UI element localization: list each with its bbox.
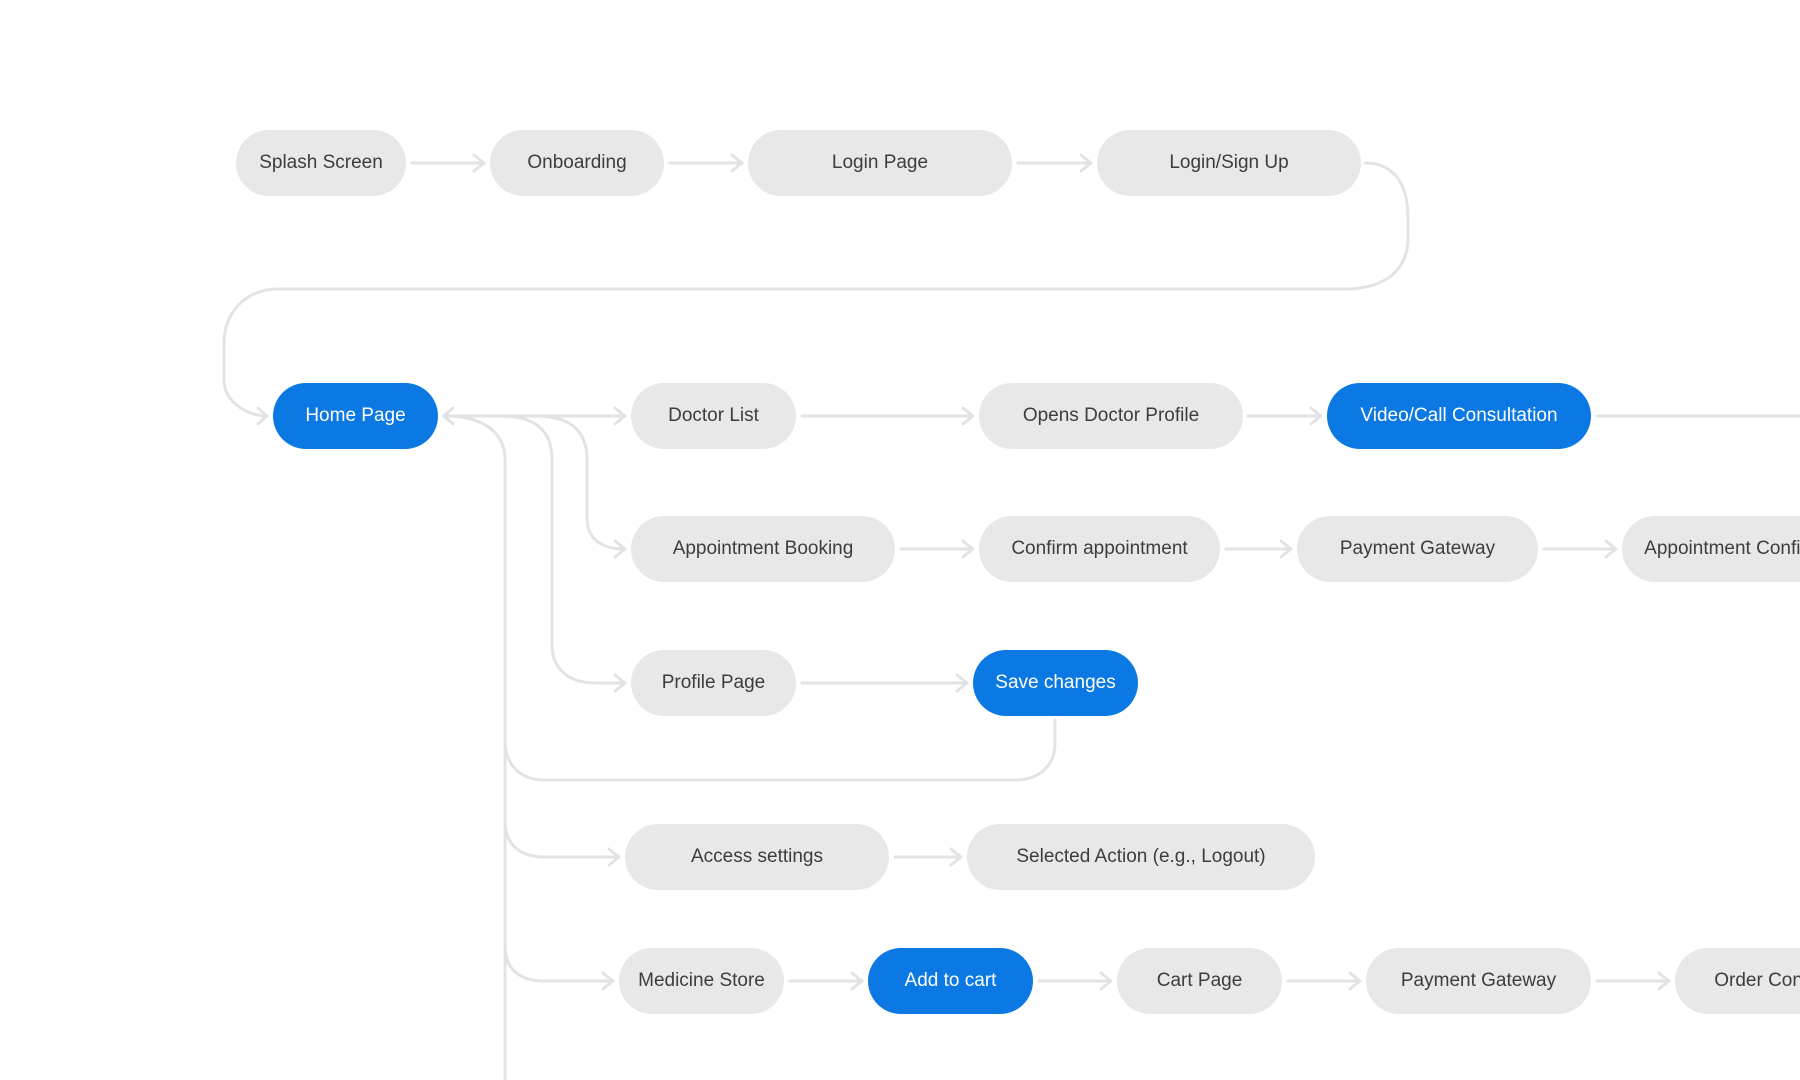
- arrow-confirm-to-payment: [1224, 539, 1293, 559]
- main-trunk: [443, 414, 507, 1080]
- node-appointment-booking[interactable]: Appointment Booking: [631, 516, 895, 582]
- connector-save-back: [503, 718, 1057, 782]
- node-selected-action[interactable]: Selected Action (e.g., Logout): [967, 824, 1315, 890]
- arrow-splash-to-onboarding: [410, 153, 486, 173]
- arrow-profile-to-video: [1246, 406, 1323, 426]
- node-login-page[interactable]: Login Page: [748, 130, 1012, 196]
- node-add-to-cart[interactable]: Add to cart: [868, 948, 1033, 1014]
- node-video-call-consultation[interactable]: Video/Call Consultation: [1327, 383, 1591, 449]
- branch-to-profile: [498, 414, 627, 693]
- arrow-onboarding-to-login-page: [668, 153, 744, 173]
- node-opens-doctor-profile[interactable]: Opens Doctor Profile: [979, 383, 1243, 449]
- arrow-booking-to-confirm: [899, 539, 975, 559]
- node-confirm-appointment[interactable]: Confirm appointment: [979, 516, 1220, 582]
- connector-login-to-home: [222, 161, 1410, 418]
- node-payment-gateway-medicine[interactable]: Payment Gateway: [1366, 948, 1591, 1014]
- node-login-signup[interactable]: Login/Sign Up: [1097, 130, 1361, 196]
- node-appointment-confirmation[interactable]: Appointment Confirmation: [1622, 516, 1800, 582]
- node-splash-screen[interactable]: Splash Screen: [236, 130, 406, 196]
- arrow-doctor-list-to-profile: [800, 406, 975, 426]
- arrow-profile-to-save: [800, 673, 969, 693]
- branch-to-appointment: [533, 414, 627, 559]
- node-home-page[interactable]: Home Page: [273, 383, 438, 449]
- arrow-login-page-to-login-signup: [1016, 153, 1093, 173]
- node-onboarding[interactable]: Onboarding: [490, 130, 664, 196]
- node-doctor-list[interactable]: Doctor List: [631, 383, 796, 449]
- node-order-confirmation[interactable]: Order Confirmation: [1675, 948, 1800, 1014]
- branch-to-settings: [503, 818, 621, 867]
- node-cart-page[interactable]: Cart Page: [1117, 948, 1282, 1014]
- arrow-add-to-cart-page: [1037, 971, 1113, 991]
- arrowhead-into-home: [256, 406, 269, 426]
- node-profile-page[interactable]: Profile Page: [631, 650, 796, 716]
- branch-to-medicine: [503, 943, 615, 991]
- arrow-settings-to-action: [893, 847, 963, 867]
- node-payment-gateway-appointment[interactable]: Payment Gateway: [1297, 516, 1538, 582]
- arrow-cart-to-payment: [1286, 971, 1362, 991]
- arrow-payment-to-confirmation: [1542, 539, 1618, 559]
- arrow-medicine-to-cart-add: [788, 971, 864, 991]
- node-save-changes[interactable]: Save changes: [973, 650, 1138, 716]
- node-access-settings[interactable]: Access settings: [625, 824, 889, 890]
- node-medicine-store[interactable]: Medicine Store: [619, 948, 784, 1014]
- arrow-payment-to-order: [1595, 971, 1671, 991]
